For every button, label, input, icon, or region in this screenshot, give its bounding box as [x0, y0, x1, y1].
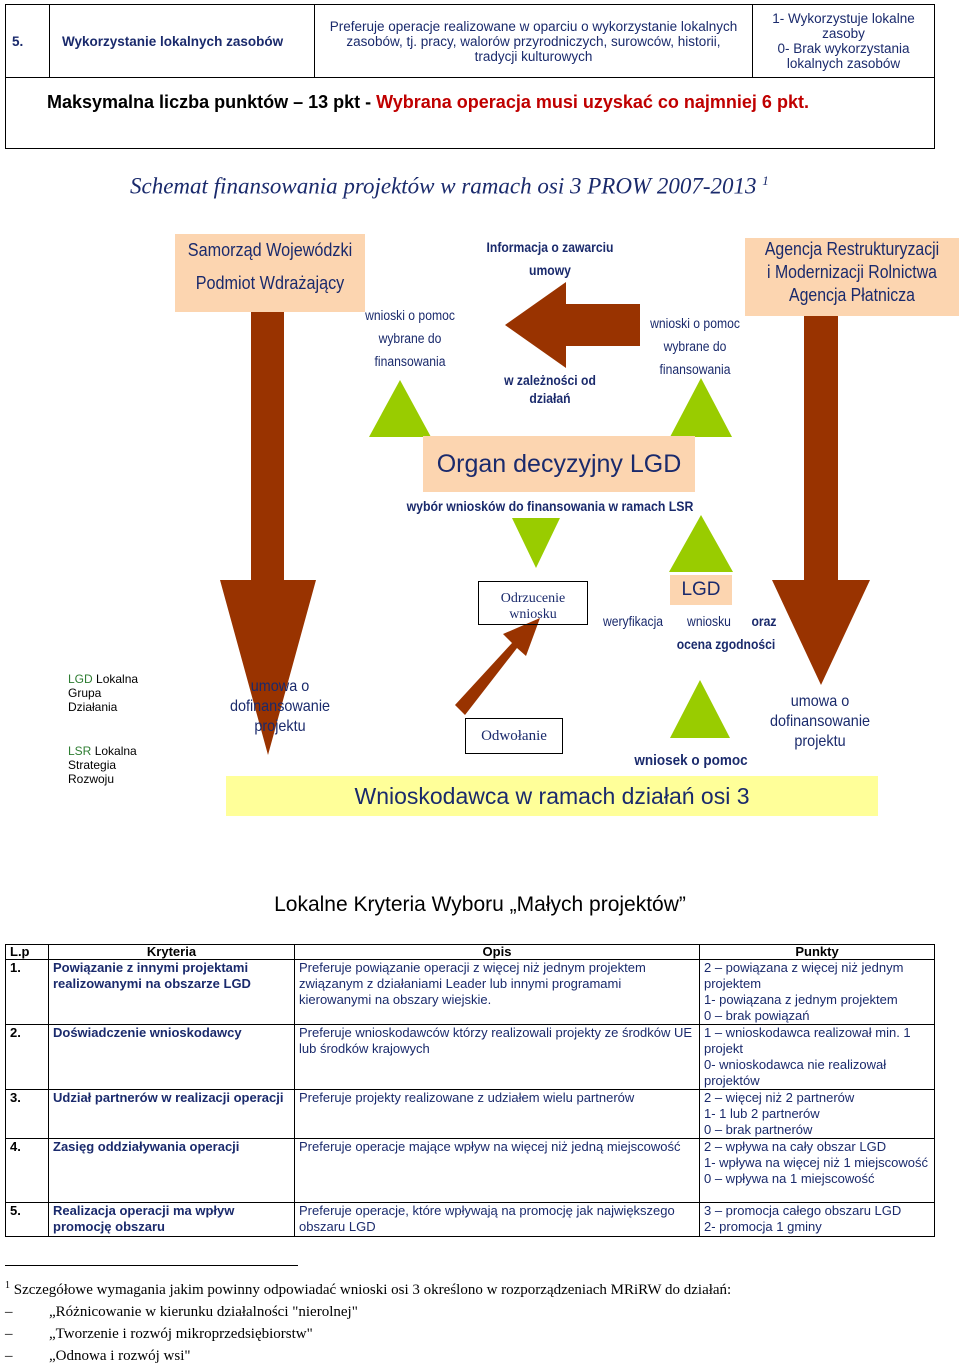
arrow-diagonal-odwolanie	[455, 618, 540, 715]
criterion-number: 5.	[6, 5, 50, 77]
header-lp: L.p	[5, 944, 49, 960]
footnote-item: –„Różnicowanie w kierunku działalności "…	[5, 1304, 358, 1320]
footnote: 1 Szczegółowe wymagania jakim powinny od…	[5, 1275, 935, 1367]
lgd-box: LGD	[670, 575, 732, 605]
agencja-platnicza-box: Agencja Restrukturyzacji i Modernizacji …	[745, 238, 959, 316]
schemat-title: Schemat finansowania projektów w ramach …	[130, 173, 769, 199]
umowa-right-label: umowa o dofinansowanie projektu	[769, 693, 871, 750]
legend-lgd: LGD Lokalna Grupa Działania	[68, 672, 139, 714]
wnioski-right-label: wnioski o pomoc wybrane do finansowania	[650, 316, 740, 377]
arrow-left-informacja	[505, 282, 640, 368]
table-row: 4. Zasięg oddziaływania operacji Preferu…	[5, 1138, 935, 1203]
wniosku-label: wniosku	[687, 614, 731, 629]
wnioski-left-label: wnioski o pomoc wybrane do finansowania	[365, 308, 455, 369]
criterion-points: 1- Wykorzystuje lokalne zasoby 0- Brak w…	[772, 11, 915, 71]
oraz-label: oraz	[751, 614, 777, 629]
wnioskodawca-band: Wnioskodawca w ramach działań osi 3	[226, 776, 878, 816]
arrow-down-left	[220, 312, 316, 755]
organ-decyzyjny-box: Organ decyzyjny LGD	[423, 436, 695, 492]
footnote-item: –„Odnowa i rozwój wsi"	[5, 1348, 191, 1364]
header-kryteria: Kryteria	[48, 944, 295, 960]
footnote-item: –„Tworzenie i rozwój mikroprzedsiębiorst…	[5, 1326, 313, 1342]
kryteria-title: Lokalne Kryteria Wyboru „Małych projektó…	[274, 893, 686, 916]
flow-diagram	[220, 282, 870, 755]
arrow-down-right	[772, 316, 870, 685]
table-row: 3. Udział partnerów w realizacji operacj…	[5, 1089, 935, 1139]
header-opis: Opis	[294, 944, 700, 960]
weryfikacja-label: weryfikacja	[602, 614, 664, 629]
kryteria-header-row: L.p Kryteria Opis Punkty	[5, 944, 935, 960]
table-row: 1. Powiązanie z innymi projektami realiz…	[5, 959, 935, 1025]
wybor-wnioskow-label: wybór wniosków do finansowania w ramach …	[406, 498, 694, 514]
footnote-separator	[5, 1265, 298, 1266]
kryteria-table: L.p Kryteria Opis Punkty 1. Powiązanie z…	[5, 944, 935, 1237]
w-zaleznosci-label: w zależności od działań	[504, 373, 596, 406]
odwolanie-box: Odwołanie	[465, 718, 563, 754]
criterion-description: Preferuje operacje realizowane w oparciu…	[315, 5, 753, 77]
arrow-down-green-odrzucenie	[512, 518, 560, 568]
criterion-table-top: 5. Wykorzystanie lokalnych zasobów Prefe…	[5, 4, 935, 149]
table-row: 2. Doświadczenie wnioskodawcy Preferuje …	[5, 1024, 935, 1090]
arrow-up-green-right	[670, 378, 732, 437]
max-points-text: Maksymalna liczba punktów – 13 pkt - Wyb…	[47, 92, 809, 112]
table-row: 5. Realizacja operacji ma wpływ promocję…	[5, 1202, 935, 1237]
wniosek-o-pomoc-label: wniosek o pomoc	[634, 752, 748, 769]
arrow-up-green-left	[369, 380, 431, 437]
header-punkty: Punkty	[699, 944, 935, 960]
criterion-row-5: 5. Wykorzystanie lokalnych zasobów Prefe…	[6, 5, 934, 78]
odrzucenie-box: Odrzucenie wniosku	[478, 581, 588, 625]
ocena-label: ocena zgodności	[676, 637, 776, 652]
arrow-up-green-lgd	[669, 515, 733, 572]
legend-lsr: LSR Lokalna Strategia Rozwoju	[68, 744, 137, 786]
arrow-up-green-wniosek	[670, 680, 730, 738]
criterion-name: Wykorzystanie lokalnych zasobów	[50, 5, 315, 77]
informacja-label: Informacja o zawarciu umowy	[486, 240, 614, 278]
samorzad-wojewodzki-box: Samorząd Wojewódzki Podmiot Wdrażający	[175, 234, 365, 312]
umowa-left-label: umowa o dofinansowanie projektu	[229, 678, 331, 735]
